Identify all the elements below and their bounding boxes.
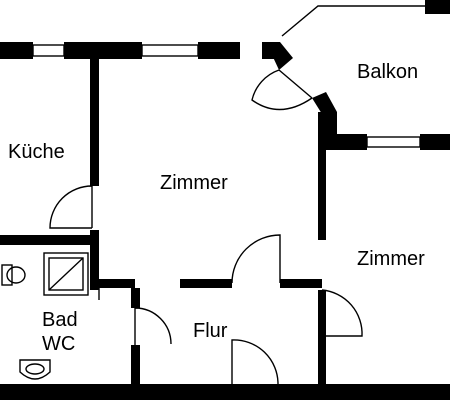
wall-right-top-b	[420, 134, 450, 150]
room-label-hallway: Flur	[193, 320, 228, 342]
room-label-living-room: Zimmer	[160, 172, 228, 194]
door-living	[231, 234, 281, 284]
room-label-kitchen: Küche	[8, 141, 65, 163]
window-right-room	[366, 136, 421, 148]
room-label-second-room: Zimmer	[357, 248, 425, 270]
shower-diagonal	[48, 257, 84, 291]
windows	[32, 44, 421, 148]
wall-diagonal-upper	[266, 42, 293, 70]
washbasin-icon	[19, 359, 51, 380]
door-balcony	[251, 69, 313, 111]
wall-living-bottom-a	[95, 279, 135, 288]
room-labels: Küche Zimmer Balkon Zimmer Flur Bad WC	[8, 61, 425, 355]
doors	[49, 69, 363, 385]
wall-bath-hall-lower	[131, 345, 140, 385]
wall-living-right-lower	[318, 290, 326, 385]
window-living	[141, 44, 199, 57]
door-kitchen	[49, 185, 93, 229]
wall-kitchen-bath	[0, 235, 95, 245]
room-label-wc: WC	[42, 333, 75, 355]
wall-bottom	[0, 384, 450, 400]
wall-top-right	[198, 42, 240, 59]
wall-right-top-a	[322, 134, 367, 150]
wall-kitchen-living	[90, 58, 99, 186]
wall-living-bottom-b	[180, 279, 232, 288]
wall-kitchen-living-lower	[90, 230, 99, 290]
door-entrance	[231, 339, 279, 385]
window-kitchen	[32, 44, 65, 57]
wall-living-bottom-c	[280, 279, 322, 288]
shower-tray	[43, 252, 89, 296]
toilet-icon	[1, 264, 26, 286]
wall-bath-hall-upper	[131, 288, 140, 308]
balcony-rail	[281, 5, 425, 37]
wall-balcony-corner	[425, 0, 450, 14]
room-label-balcony: Balkon	[357, 61, 418, 83]
wall-living-right	[318, 112, 326, 240]
fixtures	[1, 252, 89, 380]
door-right-room	[321, 289, 363, 337]
room-label-bath: Bad	[42, 309, 78, 331]
door-bath	[134, 307, 172, 345]
wall-top-mid	[64, 42, 142, 59]
shower-inner	[48, 257, 84, 291]
wall-top-left	[0, 42, 33, 59]
